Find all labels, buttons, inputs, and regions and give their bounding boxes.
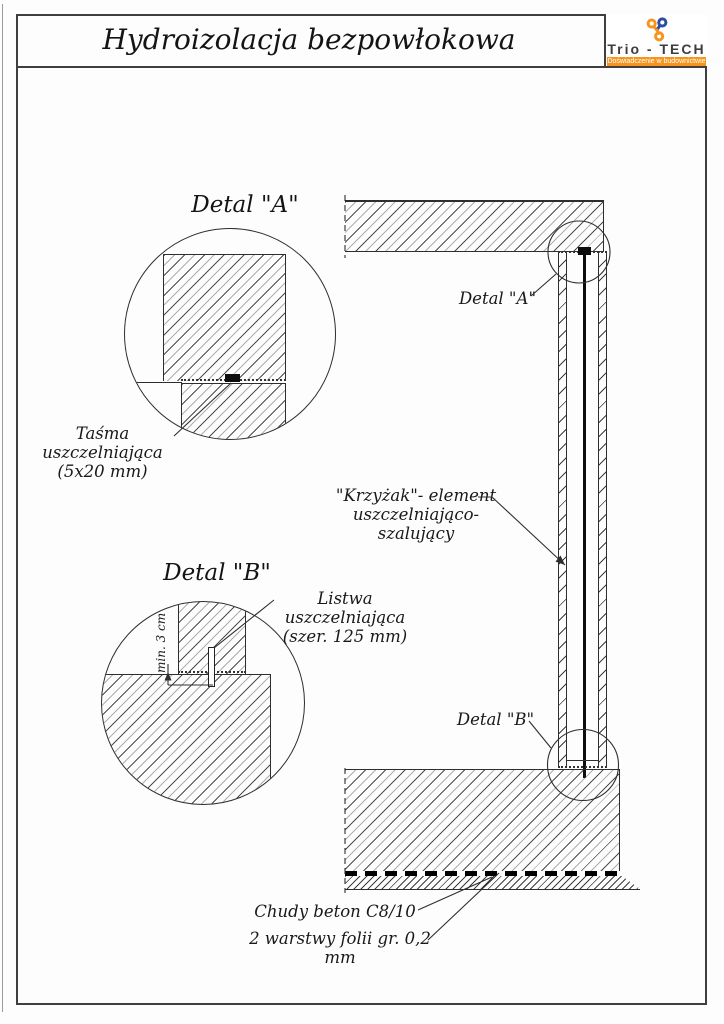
- logo-tagline: Doświadczenie w budownictwie: [607, 57, 706, 66]
- wall-bottom-line: [566, 760, 598, 761]
- detail-a-step-line: [136, 382, 182, 383]
- triotech-logo-icon: [646, 17, 667, 42]
- foil-layers: [345, 871, 622, 876]
- detail-a-label-line2: (5x20 mm): [57, 462, 148, 481]
- logo-name: Trio - TECH: [607, 41, 706, 57]
- detail-b-label-line2: (szer. 125 mm): [282, 627, 408, 646]
- lean-concrete-label: Chudy beton C8/10: [254, 902, 416, 921]
- bottom-joint-serration: [558, 766, 607, 768]
- page-title: Hydroizolacja bezpowłokowa: [102, 23, 516, 56]
- detail-b-dimension-text: min. 3 cm: [154, 612, 168, 673]
- detail-a-label-line1: Taśma uszczelniająca: [42, 424, 163, 462]
- page-edge-line: [2, 4, 3, 1012]
- detail-b-sealing-strip: [208, 647, 215, 687]
- drawing-frame: [16, 14, 707, 1005]
- wall-board-left: [558, 252, 567, 768]
- detail-a-upper-concrete: [163, 254, 286, 381]
- wall-board-right: [598, 252, 607, 768]
- detail-b-label: Listwa uszczelniająca (szer. 125 mm): [265, 589, 425, 646]
- sealing-tape-main: [578, 247, 591, 255]
- lean-concrete-layer: [345, 876, 640, 889]
- lean-concrete-bottom-line: [345, 889, 640, 890]
- detail-b-heading: Detal "B": [163, 560, 271, 586]
- ref-detail-b-label: Detal "B": [456, 710, 535, 729]
- title-block: Hydroizolacja bezpowłokowa Trio - TECH D…: [16, 14, 707, 68]
- krzyzak-label-line2: uszczelniająco-szalujący: [352, 505, 480, 543]
- logo-box: Trio - TECH Doświadczenie w budownictwie: [604, 14, 707, 66]
- ceiling-slab: [345, 200, 604, 252]
- krzyzak-element-line: [583, 254, 586, 778]
- detail-a-label: Taśma uszczelniająca (5x20 mm): [20, 424, 185, 481]
- foil-label: 2 warstwy folii gr. 0,2 mm: [249, 929, 431, 967]
- krzyzak-label-line1: "Krzyżak"- element: [335, 486, 497, 505]
- detail-a-lower-concrete: [181, 383, 286, 439]
- ref-detail-a-label: Detal "A": [458, 289, 537, 308]
- detail-a-circle: [124, 228, 336, 440]
- detail-b-foundation: [102, 674, 271, 804]
- krzyzak-label: "Krzyżak"- element uszczelniająco-szaluj…: [331, 486, 501, 543]
- detail-a-heading: Detal "A": [191, 192, 299, 218]
- detail-b-label-line1: Listwa uszczelniająca: [284, 589, 406, 627]
- foundation-slab: [345, 769, 620, 871]
- detail-a-sealing-tape: [225, 374, 240, 382]
